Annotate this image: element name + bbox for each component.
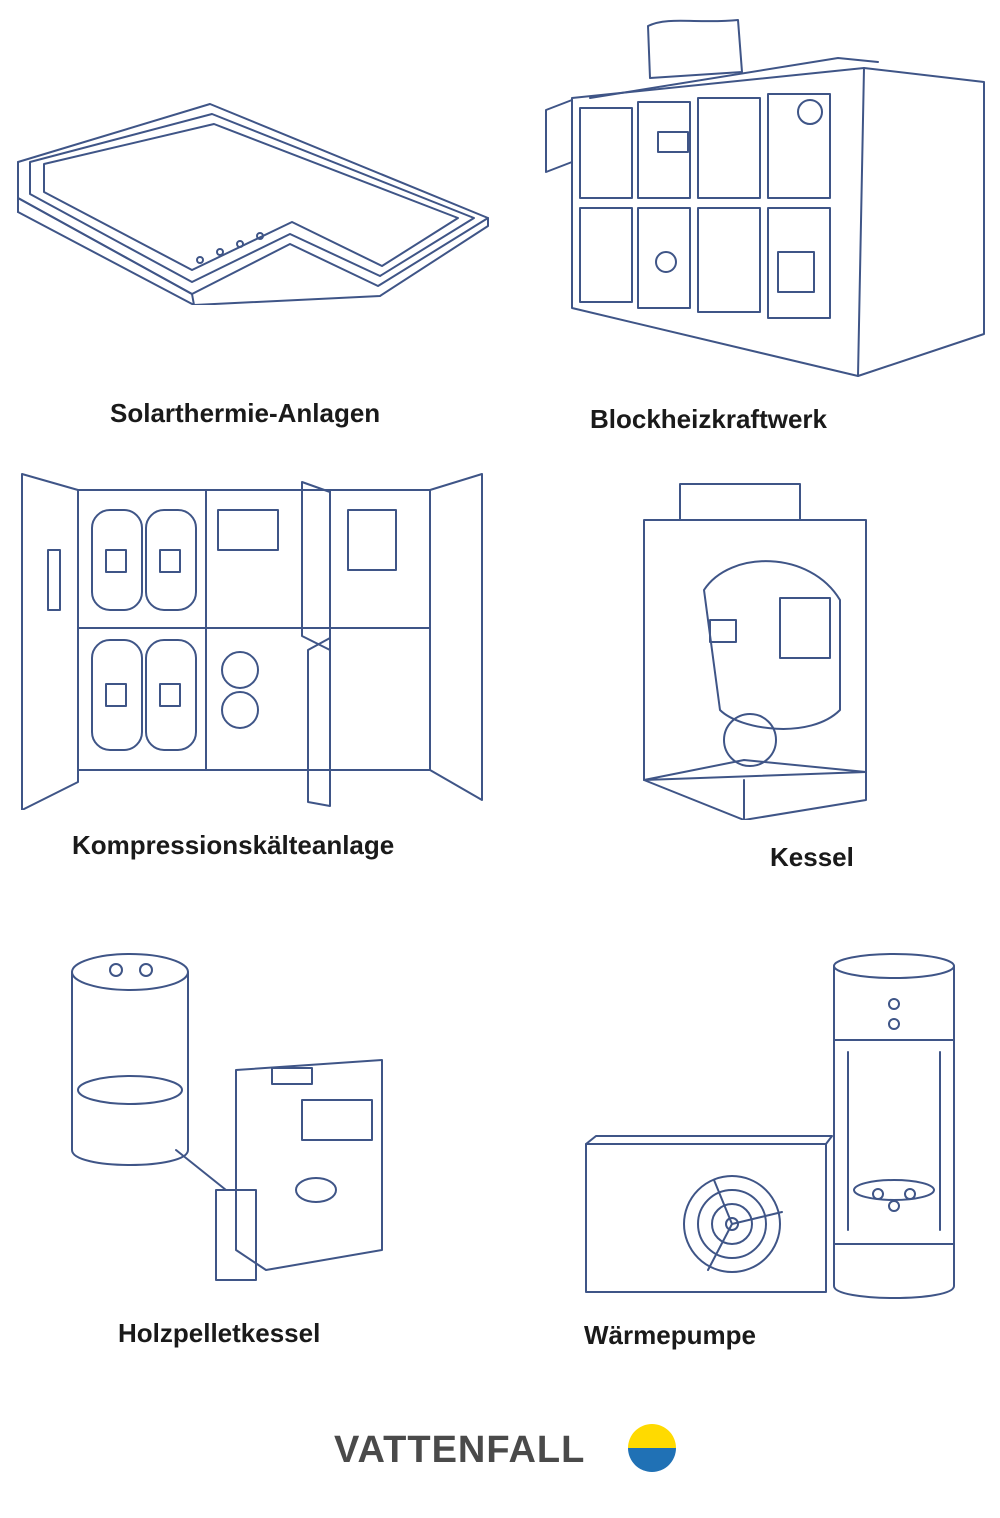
item-label-pellet: Holzpelletkessel	[118, 1318, 321, 1348]
item-label-solar: Solarthermie-Anlagen	[110, 398, 381, 428]
item-label-boiler: Kessel	[770, 842, 854, 872]
boiler-icon	[640, 480, 870, 820]
vattenfall-brand: VATTENFALL	[334, 1420, 684, 1480]
vattenfall-logo-icon	[626, 1422, 678, 1474]
solar-thermal-collector-icon	[14, 100, 494, 305]
compression-chiller-icon	[18, 470, 486, 810]
combined-heat-power-plant-icon	[538, 12, 988, 380]
item-label-chp: Blockheizkraftwerk	[590, 404, 827, 434]
heat-pump-icon	[582, 950, 962, 1302]
item-label-chiller: Kompressionskälteanlage	[72, 830, 395, 860]
item-label-heatpump: Wärmepumpe	[584, 1320, 756, 1350]
brand-wordmark: VATTENFALL	[334, 1429, 586, 1471]
wood-pellet-boiler-icon	[66, 950, 396, 1290]
